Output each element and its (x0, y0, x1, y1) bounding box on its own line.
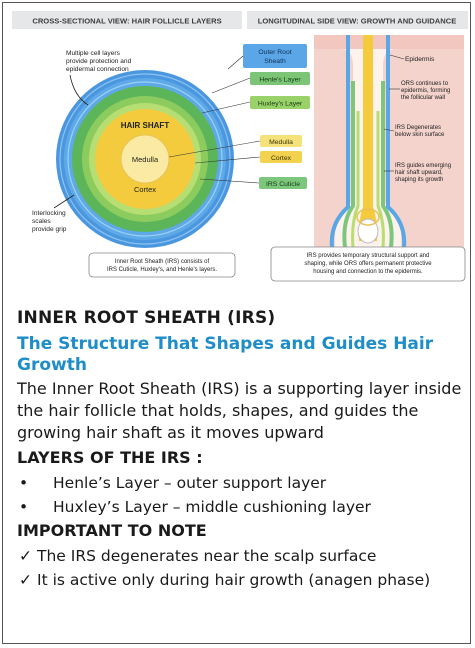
right-panel-title: LONGITUDINAL SIDE VIEW: GROWTH AND GUIDA… (258, 17, 457, 26)
dermis-right (383, 49, 464, 247)
annotation-epidermis-leader (389, 54, 405, 60)
right-caption-line-1: IRS provides temporary structural suppor… (307, 253, 430, 259)
cross-section: HAIR SHAFT Medulla Cortex (56, 70, 234, 248)
right-panel-title-bar (247, 11, 468, 29)
annotation-degenerates-leader (383, 128, 395, 132)
subtitle: The Structure That Shapes and Guides Hai… (17, 334, 434, 375)
bullet-marker: • (19, 498, 29, 516)
ors-wall (329, 35, 407, 248)
legend-henle-label: Henle's Layer (259, 77, 301, 84)
legend-swatch-cortex (260, 151, 302, 163)
layer-item: • Henle’s Layer – outer support layer (17, 471, 465, 495)
legend-cortex-label: Cortex (271, 155, 292, 162)
note-bottom-leader (53, 194, 75, 209)
legend-swatch-medulla (260, 135, 302, 147)
legend-swatch-henle (250, 72, 310, 85)
legend: Outer Root Sheath Henle's Layer Huxley's… (168, 44, 310, 189)
annotation-epidermis: Epidermis (405, 56, 435, 63)
legend-irs-cuticle-label: IRS Cuticle (266, 181, 300, 188)
bulb-outline (356, 208, 380, 226)
infographic-frame: CROSS-SECTIONAL VIEW: HAIR FOLLICLE LAYE… (2, 2, 471, 644)
ors-line-2 (67, 81, 223, 237)
annotation-ors-line-3: the follicular wall (401, 95, 445, 101)
annotation-ors-line-1: ORS continues to (401, 81, 449, 87)
left-caption-box (88, 252, 236, 278)
annotation-ors-line-2: epidermis, forming (401, 88, 450, 94)
note-heading: IMPORTANT TO NOTE (17, 521, 207, 540)
ors-line-1 (59, 73, 231, 245)
annotation-guides-line-2: hair shaft upward, (395, 170, 443, 176)
medulla-disc (120, 134, 170, 184)
medulla-label: Medulla (132, 155, 159, 164)
legend-huxley-label: Huxley's Layer (258, 101, 303, 108)
irs-wall (342, 81, 394, 248)
legend-leader-cortex (194, 156, 261, 164)
right-caption-box (270, 246, 466, 282)
cross-section-note-top: Multiple cell layers provide protection … (66, 50, 132, 106)
hair-shaft-label: HAIR SHAFT (121, 121, 170, 130)
longitudinal-view: Epidermis ORS continues to epidermis, fo… (314, 35, 464, 248)
layers-heading: LAYERS OF THE IRS : (17, 448, 203, 467)
legend-ors-line-2: Sheath (264, 58, 286, 65)
note-bottom-line-1: Interlocking (32, 210, 66, 217)
legend-leader-medulla (168, 140, 261, 158)
annotation-guides-line-1: IRS guides emerging (395, 163, 451, 169)
hair-shaft-long (358, 35, 378, 241)
note-top-line-1: Multiple cell layers (66, 50, 121, 57)
bullet-marker: • (19, 474, 29, 492)
left-panel-title-bar (12, 11, 242, 29)
note-item-text: It is active only during hair growth (an… (37, 571, 431, 589)
left-caption-line-2: IRS Cuticle, Huxley's, and Henle's layer… (107, 267, 217, 273)
right-caption-line-2: shaping, while ORS offers permanent prot… (304, 261, 432, 267)
follicle-diagram: CROSS-SECTIONAL VIEW: HAIR FOLLICLE LAYE… (12, 11, 468, 295)
legend-leader-henle (211, 77, 251, 94)
dermal-papilla (357, 218, 379, 244)
note-top-line-2: provide protection and (66, 58, 132, 65)
intro-paragraph: The Inner Root Sheath (IRS) is a support… (17, 379, 462, 442)
annotation-degenerates-line-2: below skin surface (395, 132, 445, 138)
main-title: INNER ROOT SHEATH (IRS) (17, 308, 276, 328)
left-caption-line-1: Inner Root Sheath (IRS) consists of (115, 259, 210, 265)
checkmark-icon: ✓ (19, 547, 32, 565)
legend-swatch-irs-cuticle (259, 177, 307, 189)
right-caption-line-3: housing and connection to the epidermis. (313, 269, 423, 275)
note-item-text: The IRS degenerates near the scalp surfa… (37, 547, 377, 565)
annotation-degenerates-line-1: IRS Degenerates (395, 125, 441, 131)
note-item: ✓ The IRS degenerates near the scalp sur… (17, 544, 465, 568)
legend-medulla-label: Medulla (269, 139, 293, 146)
follicle-diagram-svg: CROSS-SECTIONAL VIEW: HAIR FOLLICLE LAYE… (12, 11, 468, 282)
note-item: ✓ It is active only during hair growth (… (17, 568, 465, 592)
legend-swatch-ors (243, 44, 307, 68)
layer-item-text: Henle’s Layer – outer support layer (53, 474, 327, 492)
left-panel-title: CROSS-SECTIONAL VIEW: HAIR FOLLICLE LAYE… (32, 17, 221, 26)
text-content: INNER ROOT SHEATH (IRS) The Structure Th… (17, 308, 465, 592)
legend-leader-ors (227, 55, 244, 70)
note-bottom-line-2: scales (32, 218, 51, 225)
annotation-guides-line-3: shaping its growth (395, 177, 443, 183)
layer-item: • Huxley’s Layer – middle cushioning lay… (17, 495, 465, 519)
legend-swatch-huxley (250, 96, 310, 109)
legend-leader-irs-cuticle (199, 178, 260, 184)
legend-leader-huxley (201, 101, 251, 114)
note-top-leader (69, 74, 89, 106)
cross-section-note-bottom: Interlocking scales provide grip (32, 194, 75, 233)
cortex-label: Cortex (134, 185, 156, 194)
note-bottom-line-3: provide grip (32, 226, 67, 233)
layer-item-text: Huxley’s Layer – middle cushioning layer (53, 498, 371, 516)
huxley-wall (351, 111, 385, 248)
dermis-left (314, 49, 353, 247)
note-top-line-3: epidermal connection (66, 66, 129, 73)
legend-ors-line-1: Outer Root (258, 49, 291, 56)
checkmark-icon: ✓ (19, 571, 32, 589)
